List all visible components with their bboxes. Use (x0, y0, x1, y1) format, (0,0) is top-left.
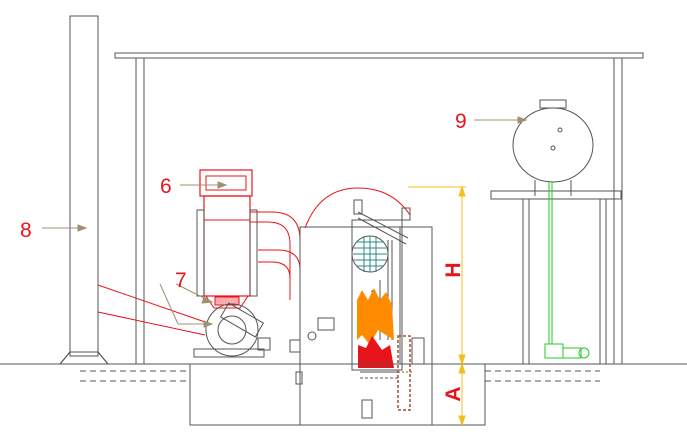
dimension-label-h: H (442, 262, 465, 277)
label-tank: 9 (455, 110, 467, 133)
boiler (289, 187, 433, 426)
dimension-h (408, 185, 466, 366)
tank-platform (490, 190, 622, 365)
roof-structure (114, 52, 644, 365)
foundation-pit (189, 363, 486, 426)
label-chimney: 8 (20, 219, 32, 242)
dust-collector (196, 169, 258, 309)
water-tank (512, 99, 594, 196)
feed-water-line (544, 182, 590, 359)
induced-draft-fan (193, 302, 271, 358)
ground (0, 363, 687, 382)
dimension-label-a: A (442, 386, 465, 401)
label-fan: 7 (175, 269, 187, 292)
label-dust-collector: 6 (160, 175, 172, 198)
dimension-a (458, 362, 466, 427)
leader-lines (42, 116, 528, 328)
chimney (58, 15, 110, 365)
flue-duct (97, 284, 206, 336)
